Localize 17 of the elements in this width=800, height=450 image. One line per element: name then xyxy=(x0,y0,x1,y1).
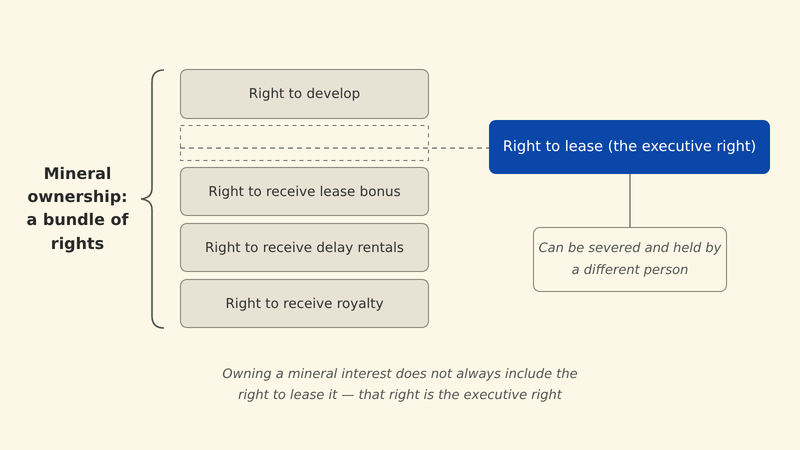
dashed-box xyxy=(180,125,429,161)
process-box xyxy=(180,223,429,272)
connector-line xyxy=(180,147,489,149)
process-box xyxy=(489,120,770,174)
bundle-label: Mineral ownership: a bundle of rights xyxy=(26,163,130,255)
caption: Owning a mineral interest does not always include the right to lease it — that right is the executive right xyxy=(221,366,579,405)
process-box xyxy=(180,69,429,119)
process-box xyxy=(180,167,429,216)
node-text: Can be severed and held by a different person xyxy=(538,240,722,280)
node-text: Right to develop xyxy=(248,86,360,102)
node-text: Right to receive royalty xyxy=(225,296,384,312)
process-box xyxy=(180,279,429,328)
node-text: Right to lease (the executive right) xyxy=(502,139,756,155)
note-box xyxy=(533,227,727,292)
node-text: Right to receive delay rentals xyxy=(205,240,404,256)
connector-line xyxy=(629,174,631,227)
node-text: Right to receive lease bonus xyxy=(208,184,401,200)
